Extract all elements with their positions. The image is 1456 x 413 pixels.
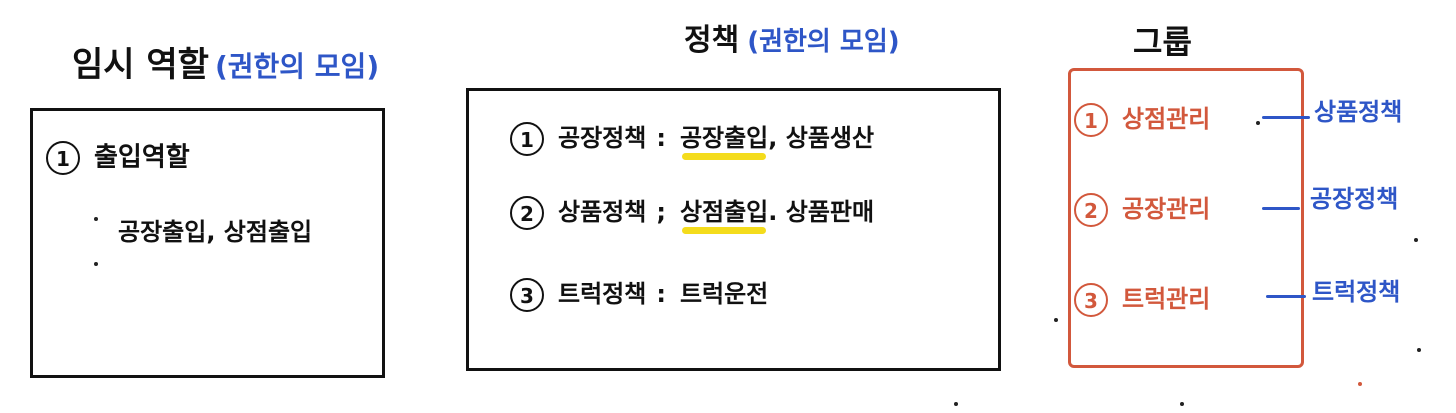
- panel2-item-2: 2 상품정책; 상점출입. 상품판매: [510, 196, 875, 234]
- panel3-connector-1: [1262, 116, 1310, 119]
- stray-dot-5: [1417, 348, 1421, 352]
- panel1-title-paren: (권한의 모임): [214, 50, 380, 83]
- panel3-connector-3: [1266, 295, 1306, 298]
- panel2-item-1-sep: :: [656, 124, 666, 152]
- stray-dot-2: [954, 402, 958, 406]
- panel1-bullet-top: [94, 217, 98, 221]
- panel2-title-paren: (권한의 모임): [747, 27, 900, 57]
- panel2-item-3: 3 트럭정책: 트럭운전: [510, 278, 768, 312]
- panel3-policy-1: 상품정책: [1314, 98, 1403, 126]
- stray-dot-4: [1414, 238, 1418, 242]
- panel2-item-2-highlight: 상점출입: [679, 198, 769, 234]
- panel2-item-2-name: 상품정책: [558, 198, 647, 226]
- panel2-item-1-name: 공장정책: [558, 124, 647, 152]
- panel3-box: [1068, 68, 1304, 368]
- panel3-item-3-name: 트럭관리: [1122, 285, 1211, 313]
- panel2-title: 정책(권한의 모임): [684, 26, 900, 56]
- panel3-policy-3: 트럭정책: [1312, 278, 1401, 306]
- panel3-item-1-name: 상점관리: [1122, 105, 1211, 133]
- panel1-item-label: 출입역할: [94, 142, 190, 173]
- panel3-item-3-number: 3: [1074, 283, 1108, 317]
- panel1-item-detail: 공장출입, 상점출입: [118, 218, 313, 246]
- panel3-item-2-number: 2: [1074, 193, 1108, 227]
- panel1-item-number: 1: [46, 141, 80, 175]
- panel1-box: [30, 108, 385, 378]
- panel1-item: 1 출입역할: [46, 141, 190, 175]
- panel1-title-text: 임시 역할: [72, 45, 209, 85]
- panel2-item-3-sep: :: [656, 280, 666, 308]
- panel1-title: 임시 역할(권한의 모임): [72, 48, 379, 82]
- panel2-item-2-rest: . 상품판매: [768, 198, 875, 226]
- panel3-connector-2: [1262, 207, 1300, 210]
- panel2-item-3-number: 3: [510, 278, 544, 312]
- panel1-bullet-bottom: [94, 262, 98, 266]
- panel2-item-1-highlight: 공장출입: [679, 124, 769, 160]
- panel3-policy-2: 공장정책: [1310, 185, 1399, 213]
- panel2-item-3-name: 트럭정책: [558, 280, 647, 308]
- panel2-item-1: 1 공장정책: 공장출입, 상품생산: [510, 122, 875, 160]
- panel3-item-2-name: 공장관리: [1122, 195, 1211, 223]
- panel3-item-1: 1 상점관리: [1074, 103, 1210, 137]
- panel2-item-2-number: 2: [510, 196, 544, 230]
- stray-dot-3: [1180, 402, 1184, 406]
- panel3-title: 그룹: [1133, 23, 1192, 61]
- stray-dot-6: [1358, 382, 1362, 386]
- panel3-item-3: 3 트럭관리: [1074, 283, 1210, 317]
- panel3-item-1-number: 1: [1074, 103, 1108, 137]
- panel2-box: [466, 88, 1001, 371]
- panel2-title-text: 정책: [684, 23, 740, 58]
- panel2-item-2-sep: ;: [656, 198, 666, 226]
- panel2-item-1-rest: , 상품생산: [768, 124, 875, 152]
- panel2-item-3-rest: 트럭운전: [679, 280, 769, 308]
- panel2-item-1-number: 1: [510, 122, 544, 156]
- stray-dot-7: [1256, 121, 1260, 125]
- stray-dot-1: [1054, 318, 1058, 322]
- panel3-item-2: 2 공장관리: [1074, 193, 1210, 227]
